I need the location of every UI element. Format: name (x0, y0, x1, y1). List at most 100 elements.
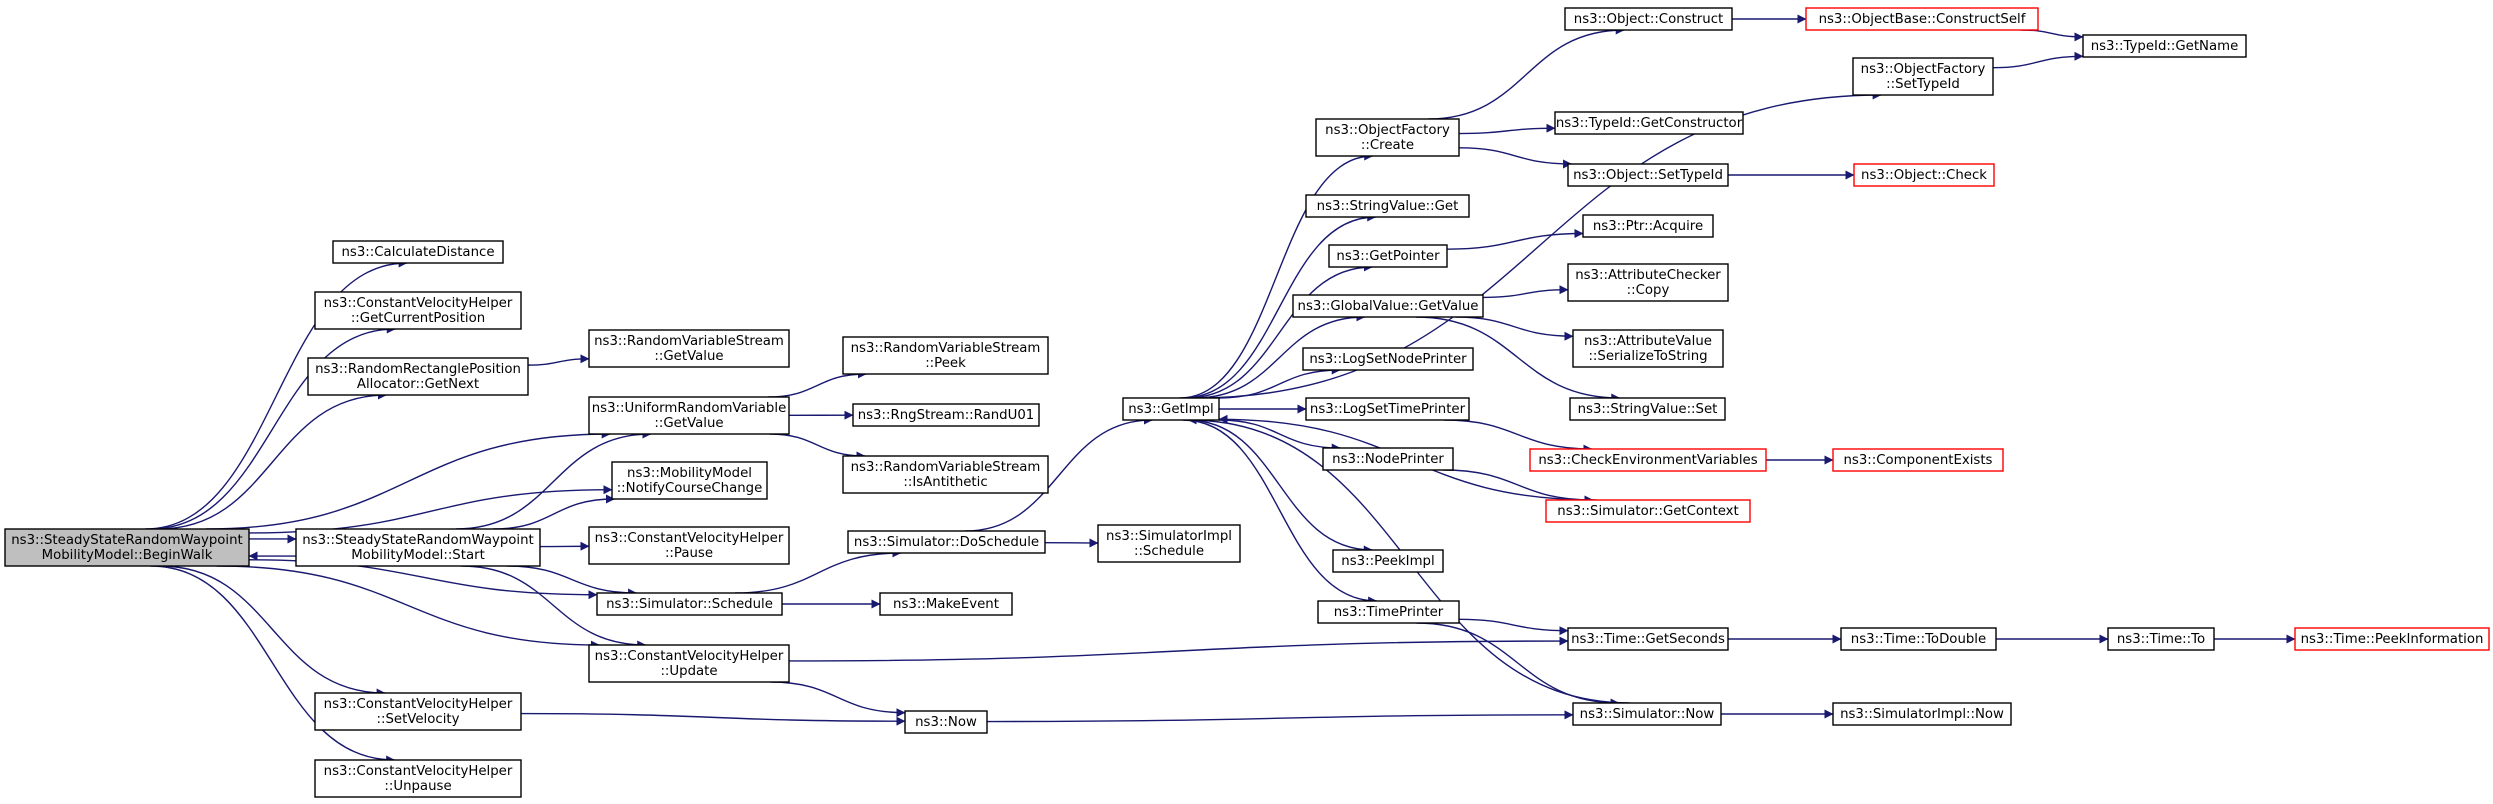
node-typeid_getctor[interactable]: ns3::TypeId::GetConstructor (1554, 111, 1744, 135)
edge-ssrw_start-to-sim_schedule (506, 565, 638, 598)
node-label: ns3::ConstantVelocityHelper (324, 764, 513, 779)
node-typeid_getname[interactable]: ns3::TypeId::GetName (2082, 34, 2247, 58)
node-sim_dosched[interactable]: ns3::Simulator::DoSchedule (847, 530, 1046, 554)
node-box (852, 403, 1040, 427)
node-cvh_update[interactable]: ns3::ConstantVelocityHelper::Update (588, 644, 790, 683)
node-rvs_getvalue[interactable]: ns3::RandomVariableStream::GetValue (588, 329, 790, 368)
edge-of_create-to-obj_construct (1428, 25, 1625, 120)
edge-beginwalk-to-urv_getvalue (205, 429, 611, 530)
node-getimpl[interactable]: ns3::GetImpl (1122, 397, 1220, 421)
node-obj_check[interactable]: ns3::Object::Check (1853, 163, 1995, 187)
node-label: ns3::RandomRectanglePosition (315, 362, 521, 377)
node-rrpa_getnext[interactable]: ns3::RandomRectanglePositionAllocator::G… (307, 357, 529, 396)
node-time_todouble[interactable]: ns3::Time::ToDouble (1840, 627, 1997, 651)
edge-timeprinter-to-sim_now (1416, 622, 1620, 708)
node-label: ns3::Time::GetSeconds (1571, 632, 1725, 647)
edge-sim_dosched-to-getimpl (965, 415, 1153, 532)
node-label: ::GetValue (654, 416, 723, 431)
node-beginwalk[interactable]: ns3::SteadyStateRandomWaypointMobilityMo… (4, 528, 250, 567)
node-label: ::Schedule (1134, 544, 1204, 559)
node-compexists[interactable]: ns3::ComponentExists (1832, 448, 2004, 472)
node-objbase_cs[interactable]: ns3::ObjectBase::ConstructSelf (1805, 7, 2039, 31)
node-makeevent[interactable]: ns3::MakeEvent (879, 592, 1013, 616)
node-sim_getctx[interactable]: ns3::Simulator::GetContext (1545, 499, 1751, 523)
node-timeprinter[interactable]: ns3::TimePrinter (1317, 600, 1460, 624)
edge-beginwalk-to-cvh_unpause (150, 565, 396, 765)
edge-rrpa_getnext-to-rvs_getvalue (527, 354, 590, 366)
edge-getimpl-to-gv_getvalue (1194, 312, 1366, 399)
edge-of_create-to-obj_settypeid (1458, 147, 1573, 169)
node-simimpl_sched[interactable]: ns3::SimulatorImpl::Schedule (1097, 524, 1241, 563)
node-label: ns3::Object::Check (1861, 168, 1987, 183)
edge-ssrw_start-to-cvh_update (461, 565, 647, 650)
node-strval_get[interactable]: ns3::StringValue::Get (1305, 194, 1470, 218)
node-label: ns3::ComponentExists (1843, 453, 1992, 468)
node-label: ns3::ObjectFactory (1861, 62, 1986, 77)
node-box (1315, 118, 1460, 157)
node-label: ns3::ConstantVelocityHelper (595, 649, 784, 664)
node-label: ::Unpause (384, 779, 451, 794)
node-ptr_acquire[interactable]: ns3::Ptr::Acquire (1582, 214, 1714, 238)
node-lognodeprinter[interactable]: ns3::LogSetNodePrinter (1302, 347, 1474, 371)
node-time_peekinfo[interactable]: ns3::Time::PeekInformation (2294, 627, 2490, 651)
node-label: ::Pause (665, 546, 713, 561)
node-cvh_setvel[interactable]: ns3::ConstantVelocityHelper::SetVelocity (314, 692, 522, 731)
node-randu01[interactable]: ns3::RngStream::RandU01 (852, 403, 1040, 427)
edge-getpointer-to-ptr_acquire (1446, 229, 1584, 250)
node-mm_notify[interactable]: ns3::MobilityModel::NotifyCourseChange (611, 461, 768, 500)
node-box (847, 530, 1046, 554)
node-box (1097, 524, 1241, 563)
node-label: ns3::SteadyStateRandomWaypoint (302, 533, 534, 548)
node-getpointer[interactable]: ns3::GetPointer (1328, 244, 1448, 268)
node-rvs_peek[interactable]: ns3::RandomVariableStream::Peek (842, 336, 1049, 375)
node-peekimpl[interactable]: ns3::PeekImpl (1332, 549, 1444, 573)
node-now[interactable]: ns3::Now (904, 710, 988, 734)
node-label: ns3::AttributeValue (1584, 334, 1712, 349)
node-gv_getvalue[interactable]: ns3::GlobalValue::GetValue (1292, 294, 1484, 318)
node-label: ns3::Object::Construct (1574, 12, 1723, 27)
node-label: ns3::MakeEvent (893, 597, 999, 612)
edge-beginwalk-to-cvh_setvel (159, 565, 386, 698)
node-obj_construct[interactable]: ns3::Object::Construct (1564, 7, 1733, 31)
node-box (1840, 627, 1997, 651)
node-checkenv[interactable]: ns3::CheckEnvironmentVariables (1529, 448, 1767, 472)
node-attrchk_copy[interactable]: ns3::AttributeChecker::Copy (1567, 263, 1729, 302)
node-cvh_pause[interactable]: ns3::ConstantVelocityHelper::Pause (588, 526, 790, 565)
node-of_create[interactable]: ns3::ObjectFactory::Create (1315, 118, 1460, 157)
node-label: ::SerializeToString (1588, 349, 1707, 364)
node-sim_now[interactable]: ns3::Simulator::Now (1572, 702, 1722, 726)
node-label: ns3::TimePrinter (1334, 605, 1444, 620)
node-time_getsec[interactable]: ns3::Time::GetSeconds (1567, 627, 1729, 651)
node-box (588, 329, 790, 368)
node-box (1567, 627, 1729, 651)
node-simimpl_now[interactable]: ns3::SimulatorImpl::Now (1832, 702, 2012, 726)
node-cvh_getcurpos[interactable]: ns3::ConstantVelocityHelper::GetCurrentP… (314, 291, 522, 330)
node-ssrw_start[interactable]: ns3::SteadyStateRandomWaypointMobilityMo… (295, 528, 541, 567)
edge-objbase_cs-to-typeid_getname (2020, 29, 2084, 42)
node-label: ns3::StringValue::Get (1317, 199, 1459, 214)
node-logtimeprinter[interactable]: ns3::LogSetTimePrinter (1305, 397, 1470, 421)
node-strval_set[interactable]: ns3::StringValue::Set (1569, 397, 1726, 421)
node-label: ns3::Simulator::DoSchedule (854, 535, 1039, 550)
node-cvh_unpause[interactable]: ns3::ConstantVelocityHelper::Unpause (314, 759, 522, 798)
node-box (1569, 397, 1726, 421)
node-nodeprinter[interactable]: ns3::NodePrinter (1322, 447, 1454, 471)
node-box (1572, 329, 1724, 368)
node-of_settypeid[interactable]: ns3::ObjectFactory::SetTypeId (1852, 57, 1994, 96)
node-calcdist[interactable]: ns3::CalculateDistance (332, 240, 504, 264)
node-attrval_s2s[interactable]: ns3::AttributeValue::SerializeToString (1572, 329, 1724, 368)
node-box (1564, 7, 1733, 31)
node-obj_settypeid[interactable]: ns3::Object::SetTypeId (1567, 163, 1729, 187)
node-time_to[interactable]: ns3::Time::To (2107, 627, 2215, 651)
node-label: ns3::Time::To (2117, 632, 2205, 647)
node-rvs_isanti[interactable]: ns3::RandomVariableStream::IsAntithetic (842, 455, 1049, 494)
edge-logtimeprinter-to-checkenv (1443, 419, 1593, 454)
node-urv_getvalue[interactable]: ns3::UniformRandomVariable::GetValue (588, 396, 790, 435)
node-box (1328, 244, 1448, 268)
node-box (1582, 214, 1714, 238)
edge-gv_getvalue-to-strval_set (1415, 316, 1621, 403)
edge-ssrw_start-to-urv_getvalue (455, 429, 652, 530)
node-label: ns3::UniformRandomVariable (592, 401, 787, 416)
node-box (307, 357, 529, 396)
node-sim_schedule[interactable]: ns3::Simulator::Schedule (596, 592, 783, 616)
